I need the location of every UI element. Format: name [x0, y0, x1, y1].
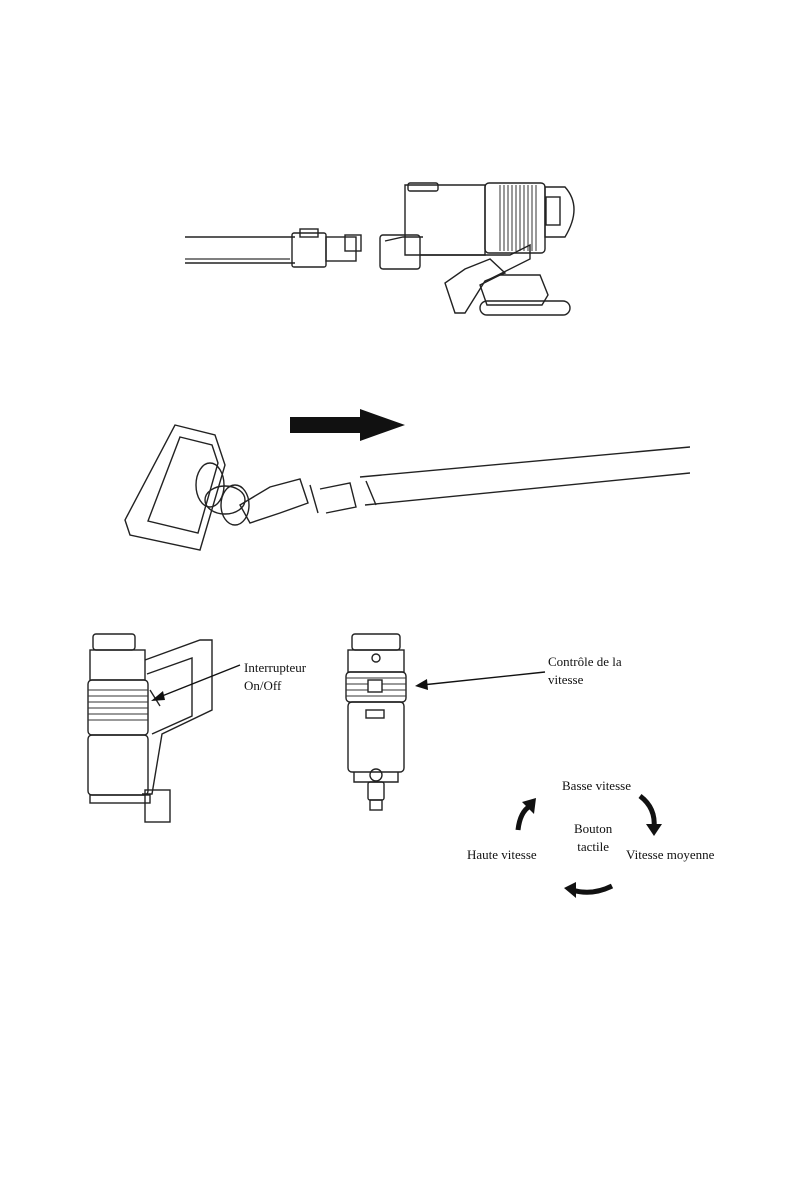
pointer-arrow-power-switch — [145, 660, 245, 710]
tube-and-handheld-illustration — [180, 175, 600, 325]
speed-cycle-arrows — [500, 778, 680, 908]
power-switch-label-line2: On/Off — [244, 677, 306, 695]
power-switch-label-line1: Interrupteur — [244, 659, 306, 677]
floor-head-and-tube-illustration — [120, 405, 690, 565]
cycle-arrow-low-to-medium-icon — [640, 796, 662, 836]
power-switch-label: Interrupteur On/Off — [244, 659, 306, 695]
speed-control-label: Contrôle de la vitesse — [548, 653, 622, 689]
cycle-arrow-high-to-low-icon — [518, 798, 536, 830]
figure-front-view — [340, 630, 415, 830]
speed-control-label-line2: vitesse — [548, 671, 622, 689]
direction-arrow-icon — [290, 409, 405, 441]
figure-attach-floor-head — [120, 405, 690, 565]
figure-attach-tube — [180, 175, 600, 325]
speed-control-label-line1: Contrôle de la — [548, 653, 622, 671]
handheld-front-illustration — [340, 630, 415, 830]
cycle-arrow-medium-to-high-icon — [564, 882, 612, 898]
pointer-arrow-speed-control — [410, 667, 550, 697]
